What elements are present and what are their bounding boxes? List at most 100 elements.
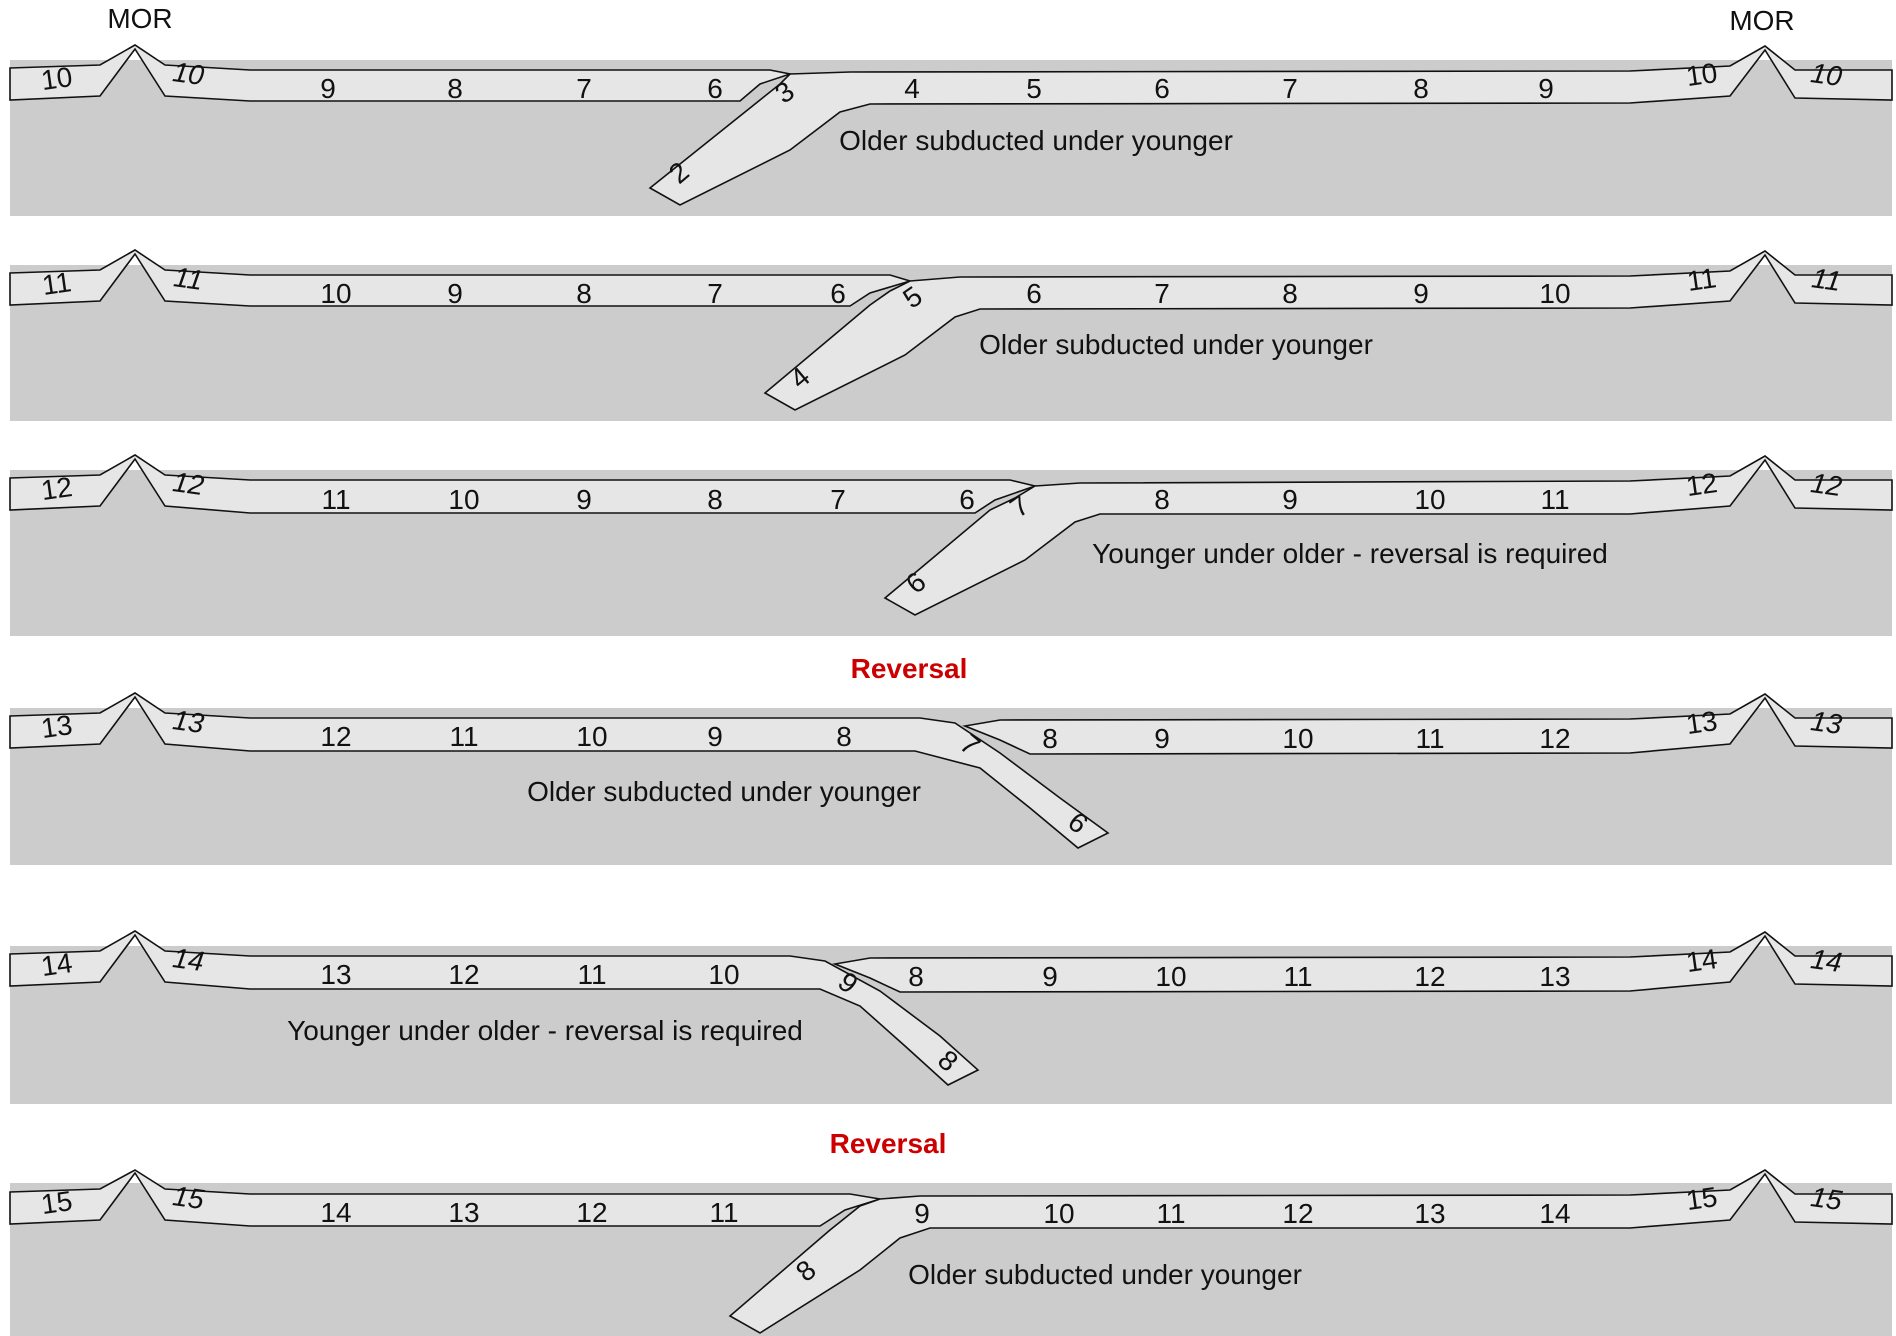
left-plate-age-label: 13	[320, 959, 351, 990]
left-plate-age-label: 13	[448, 1197, 479, 1228]
right-plate-ridge-age: 11	[1685, 262, 1718, 297]
left-plate-age-label: 14	[320, 1197, 351, 1228]
panel-2: 11 11 10 9 8 7 6 5 4 6 7 8 9 10 11 11 Ol…	[9, 249, 1893, 421]
right-plate	[728, 1169, 1893, 1334]
right-plate-age-label: 8	[908, 961, 924, 992]
left-plate-ridge-age: 14	[39, 947, 74, 982]
left-plate	[9, 930, 980, 1086]
left-plate-age-label: 10	[576, 721, 607, 752]
left-plate-age-label: 8	[576, 278, 592, 309]
right-plate-age-label: 8	[1413, 73, 1429, 104]
left-plate-age-label: 8	[836, 721, 852, 752]
right-plate-age-label: 11	[1283, 961, 1312, 992]
panel-caption: Younger under older - reversal is requir…	[1092, 538, 1608, 569]
right-plate-ridge-age: 11	[1810, 262, 1843, 297]
panel-caption: Younger under older - reversal is requir…	[287, 1015, 803, 1046]
left-plate-age-label: 6	[959, 484, 975, 515]
right-plate-age-label: 11	[1156, 1198, 1185, 1229]
panel-4: Reversal 13 13 12 11 10 9 8 7 6 8 9 10 1…	[9, 653, 1893, 865]
right-plate-age-label: 7	[1282, 73, 1298, 104]
right-plate	[962, 693, 1893, 755]
right-plate-age-label: 9	[1413, 278, 1429, 309]
left-plate-age-label: 9	[447, 278, 463, 309]
left-plate-age-label: 12	[320, 721, 351, 752]
panel-6: Reversal 15 15 14 13 12 11 8 9 10 11 12 …	[9, 1128, 1893, 1336]
left-plate-age-label: 10	[320, 278, 351, 309]
right-plate	[832, 931, 1893, 993]
right-plate	[648, 45, 1893, 206]
left-plate	[9, 692, 1110, 849]
left-plate-age-label: 8	[707, 484, 723, 515]
right-plate-age-label: 7	[1154, 278, 1170, 309]
left-plate-age-label: 7	[707, 278, 723, 309]
right-plate-age-label: 10	[1539, 278, 1570, 309]
left-plate-age-label: 6	[707, 73, 723, 104]
right-plate	[763, 250, 1893, 411]
right-plate-ridge-age: 13	[1684, 705, 1719, 740]
left-plate-age-label: 8	[447, 73, 463, 104]
right-plate-age-label: 10	[1414, 484, 1445, 515]
right-plate-ridge-age: 14	[1684, 943, 1719, 978]
right-plate-age-label: 11	[1540, 484, 1569, 515]
right-plate-ridge-age: 12	[1809, 467, 1845, 502]
left-plate-age-label: 7	[576, 73, 592, 104]
left-plate-ridge-age: 13	[171, 704, 207, 739]
panel-caption: Older subducted under younger	[527, 776, 921, 807]
right-plate-age-label: 5	[1026, 73, 1042, 104]
mor-label-right: MOR	[1729, 5, 1794, 36]
left-plate-age-label: 9	[576, 484, 592, 515]
left-plate-age-label: 11	[321, 484, 350, 515]
right-plate-age-label: 9	[1042, 961, 1058, 992]
right-plate-age-label: 8	[1282, 278, 1298, 309]
left-plate-ridge-age: 11	[40, 266, 73, 301]
reversal-label: Reversal	[851, 653, 968, 684]
right-plate-age-label: 10	[1155, 961, 1186, 992]
right-plate-age-label: 8	[1154, 484, 1170, 515]
left-plate-age-label: 12	[448, 959, 479, 990]
panel-1: 10 10 9 8 7 6 3 2 4 5 6 7 8 9 10 10 Olde…	[9, 44, 1893, 216]
panel-caption: Older subducted under younger	[908, 1259, 1302, 1290]
right-plate-age-label: 10	[1282, 723, 1313, 754]
left-plate-age-label: 11	[577, 959, 606, 990]
panel-5: 14 14 13 12 11 10 9 8 8 9 10 11 12 13 14…	[9, 930, 1893, 1104]
left-plate-ridge-age: 10	[171, 56, 207, 91]
right-plate-ridge-age: 15	[1809, 1181, 1845, 1216]
left-plate-age-label: 10	[448, 484, 479, 515]
left-plate-age-label: 10	[708, 959, 739, 990]
right-plate-age-label: 4	[904, 73, 920, 104]
right-plate-age-label: 9	[914, 1198, 930, 1229]
right-plate-age-label: 6	[1154, 73, 1170, 104]
right-plate-ridge-age: 10	[1684, 57, 1719, 92]
right-plate-age-label: 12	[1539, 723, 1570, 754]
left-plate-ridge-age: 13	[39, 709, 74, 744]
right-plate-ridge-age: 10	[1809, 57, 1845, 92]
right-plate	[883, 455, 1893, 616]
left-plate-ridge-age: 12	[171, 466, 207, 501]
right-plate-age-label: 9	[1538, 73, 1554, 104]
left-plate-ridge-age: 15	[39, 1185, 74, 1220]
right-plate-ridge-age: 15	[1684, 1181, 1719, 1216]
panel-3: 12 12 11 10 9 8 7 6 7 6 8 9 10 11 12 12 …	[9, 454, 1893, 636]
left-plate-age-label: 6	[830, 278, 846, 309]
right-plate-age-label: 13	[1539, 961, 1570, 992]
right-plate-age-label: 9	[1154, 723, 1170, 754]
right-plate-age-label: 10	[1043, 1198, 1074, 1229]
right-plate-age-label: 9	[1282, 484, 1298, 515]
mor-label-left: MOR	[107, 3, 172, 34]
right-plate-age-label: 12	[1414, 961, 1445, 992]
left-plate-ridge-age: 10	[39, 61, 74, 96]
right-plate-ridge-age: 14	[1809, 943, 1844, 978]
left-plate-ridge-age: 15	[171, 1180, 207, 1215]
right-plate-age-label: 13	[1414, 1198, 1445, 1229]
panel-caption: Older subducted under younger	[979, 329, 1373, 360]
left-plate-age-label: 7	[830, 484, 846, 515]
left-plate-age-label: 9	[707, 721, 723, 752]
right-plate-ridge-age: 12	[1684, 467, 1719, 502]
left-plate-age-label: 11	[449, 721, 478, 752]
left-plate-ridge-age: 14	[171, 942, 206, 977]
right-plate-age-label: 11	[1415, 723, 1444, 754]
panel-caption: Older subducted under younger	[839, 125, 1233, 156]
left-plate	[9, 1169, 881, 1227]
right-plate-age-label: 8	[1042, 723, 1058, 754]
left-plate	[9, 44, 794, 102]
